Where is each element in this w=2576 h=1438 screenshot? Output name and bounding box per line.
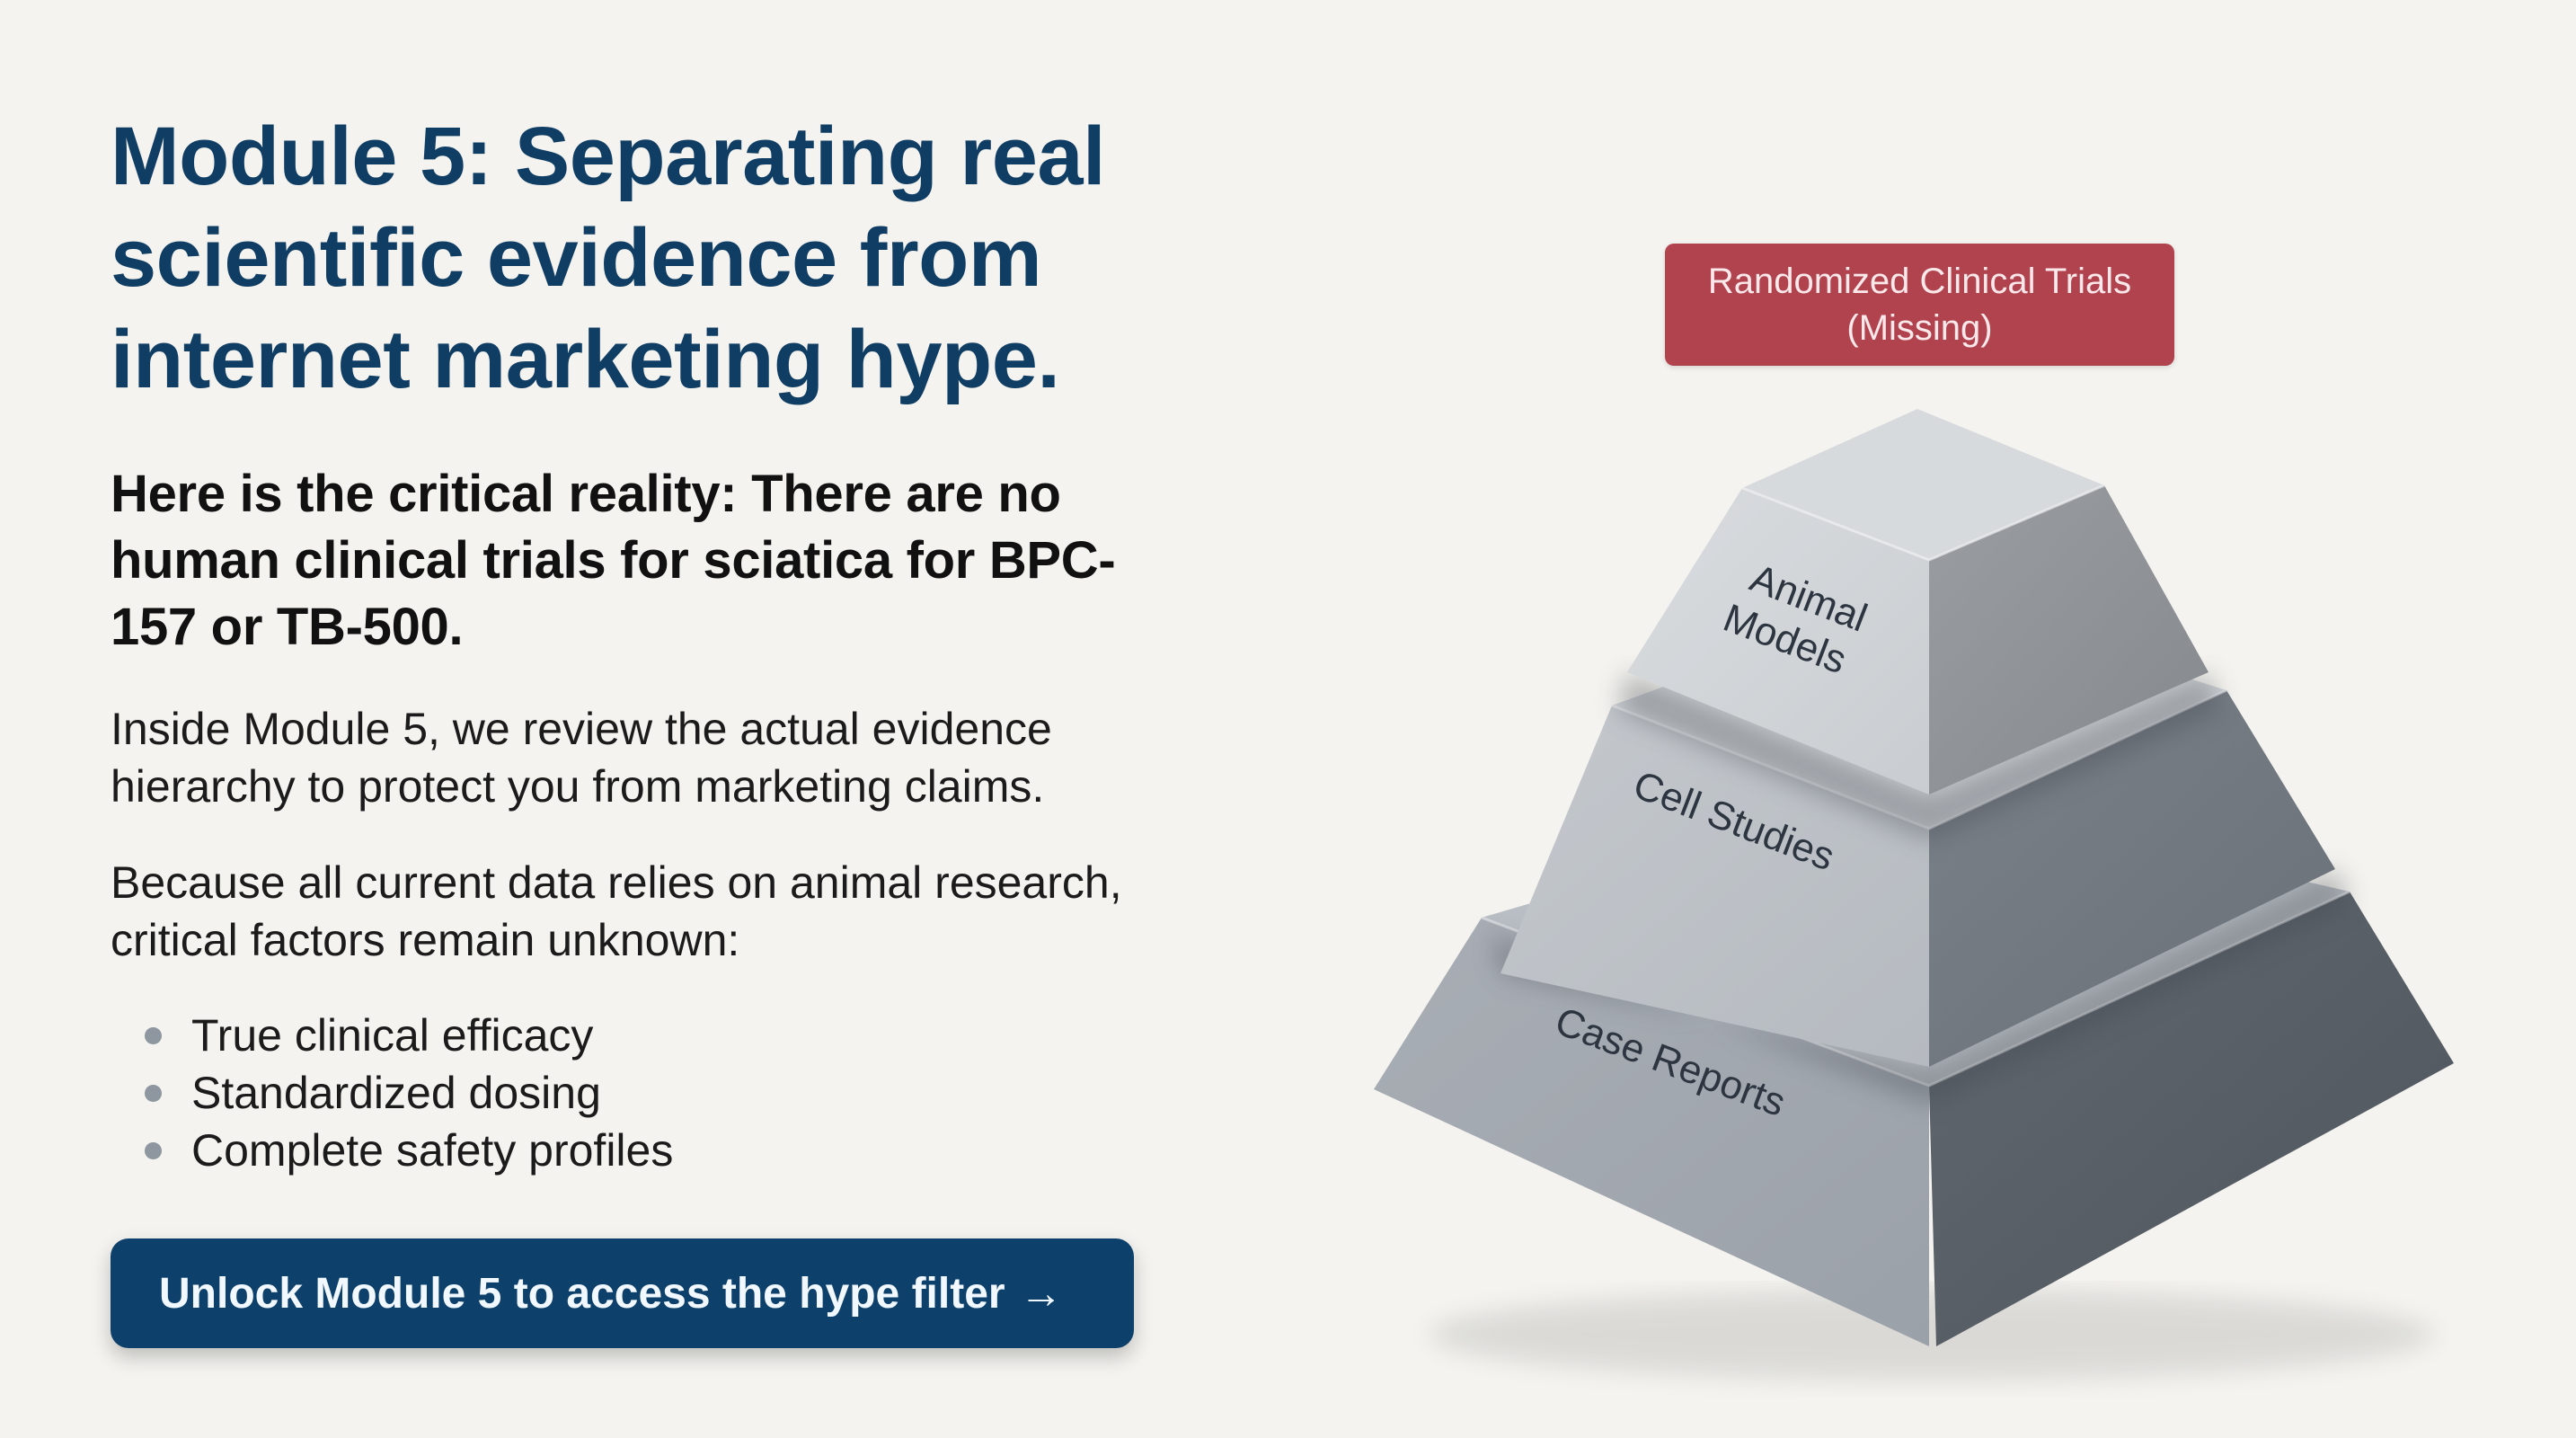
title-line: Module 5: Separating real (111, 111, 1106, 202)
list-item: True clinical efficacy (145, 1007, 673, 1064)
list-item-label: Standardized dosing (191, 1068, 601, 1118)
arrow-right-icon: → (1019, 1269, 1063, 1318)
list-item-label: True clinical efficacy (191, 1010, 594, 1061)
intro-paragraph: Inside Module 5, we review the actual ev… (111, 700, 1279, 815)
subhead-line: human clinical trials for sciatica for B… (111, 531, 1116, 590)
missing-rct-title: Randomized Clinical Trials (1707, 262, 2132, 301)
critical-reality-heading: Here is the critical reality: There are … (111, 461, 1279, 661)
paragraph-line: Because all current data relies on anima… (111, 857, 1122, 908)
list-item: Complete safety profiles (145, 1122, 673, 1179)
missing-rct-status: (Missing) (1846, 308, 1993, 348)
subhead-line: Here is the critical reality: There are … (111, 465, 1061, 523)
list-item-label: Complete safety profiles (191, 1125, 674, 1176)
tier-label-line: Models (1718, 596, 1853, 683)
bullet-dot-icon (145, 1085, 162, 1102)
bullet-dot-icon (145, 1142, 162, 1159)
paragraph-line: hierarchy to protect you from marketing … (111, 761, 1045, 812)
paragraph-line: Inside Module 5, we review the actual ev… (111, 704, 1052, 754)
title-line: scientific evidence from (111, 212, 1042, 304)
missing-rct-badge: Randomized Clinical Trials (Missing) (1665, 244, 2174, 366)
tier-label-animal-models: Animal Models (1718, 552, 1883, 688)
tier-label-line: Animal (1744, 556, 1872, 641)
tier-cell-studies: Cell Studies (1500, 593, 2335, 1067)
subhead-line: 157 or TB-500. (111, 598, 464, 656)
tier-label-cell-studies: Cell Studies (1627, 763, 1840, 880)
bullet-dot-icon (145, 1027, 162, 1044)
unlock-module-button-label: Unlock Module 5 to access the hype filte… (159, 1269, 1005, 1318)
title-line: internet marketing hype. (111, 314, 1060, 405)
tier-case-reports: Case Reports (1374, 791, 2454, 1346)
paragraph-line: critical factors remain unknown: (111, 915, 740, 965)
tier-label-case-reports: Case Reports (1549, 999, 1791, 1125)
tier-animal-models: Animal Models (1627, 409, 2209, 794)
unlock-module-button[interactable]: Unlock Module 5 to access the hype filte… (111, 1238, 1134, 1348)
list-item: Standardized dosing (145, 1064, 673, 1122)
unknown-factors-list: True clinical efficacy Standardized dosi… (145, 1007, 673, 1179)
page-title: Module 5: Separating real scientific evid… (111, 106, 1279, 411)
unknowns-paragraph: Because all current data relies on anima… (111, 854, 1279, 969)
